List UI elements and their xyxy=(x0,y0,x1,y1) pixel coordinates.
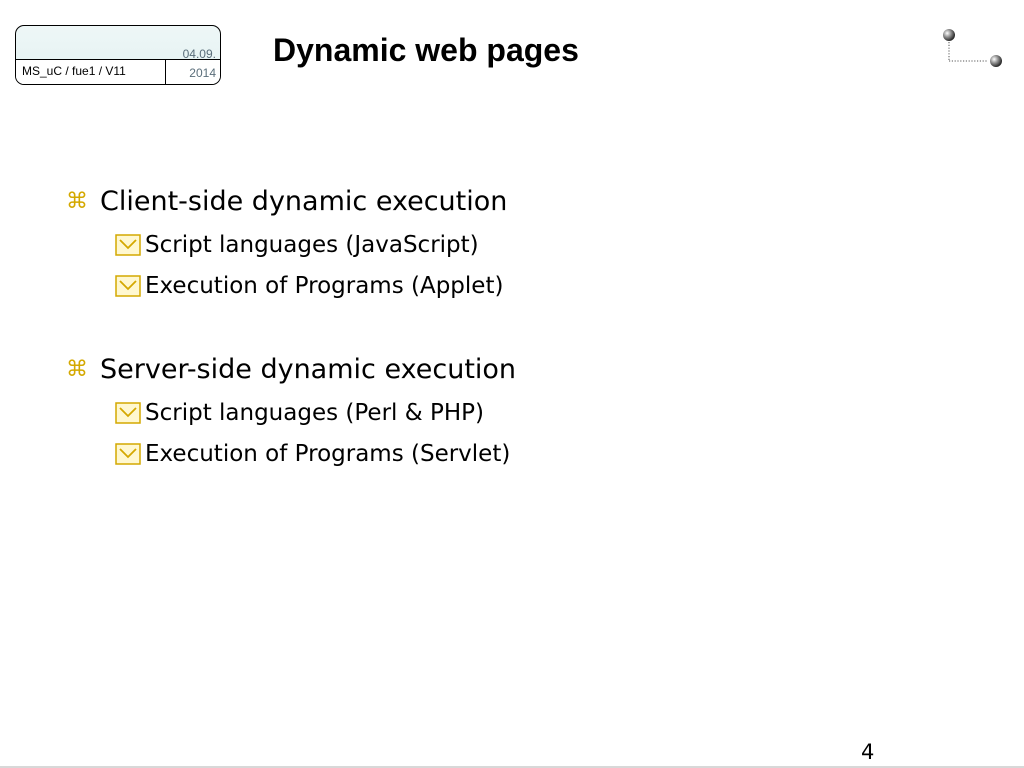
list-item-label: Script languages (Perl & PHP) xyxy=(145,400,484,426)
footer-divider xyxy=(0,766,1024,768)
section-server-side: ⌘ Server-side dynamic execution xyxy=(66,354,516,385)
section-label: Client-side dynamic execution xyxy=(100,186,508,217)
slide-title: Dynamic web pages xyxy=(273,32,579,68)
logo-icon xyxy=(943,29,1002,67)
checkbox-icon xyxy=(115,234,141,256)
list-item-label: Script languages (JavaScript) xyxy=(145,232,479,258)
list-item-label: Execution of Programs (Applet) xyxy=(145,273,504,299)
course-code: MS_uC / fue1 / V11 xyxy=(22,64,126,78)
page-number: 4 xyxy=(861,740,875,764)
list-item: Execution of Programs (Applet) xyxy=(115,273,503,299)
section-label: Server-side dynamic execution xyxy=(100,354,517,385)
lecture-year: 2014 xyxy=(189,66,216,80)
lecture-date: 04.09. xyxy=(182,47,216,61)
checkbox-icon xyxy=(115,402,141,424)
list-item: Execution of Programs (Servlet) xyxy=(115,441,510,467)
header-box: MS_uC / fue1 / V11 04.09. 2014 xyxy=(15,25,221,85)
list-item-label: Execution of Programs (Servlet) xyxy=(145,441,511,467)
header-lower-panel xyxy=(16,59,220,84)
checkbox-icon xyxy=(115,275,141,297)
list-item: Script languages (Perl & PHP) xyxy=(115,400,484,426)
checkbox-icon xyxy=(115,443,141,465)
command-icon: ⌘ xyxy=(66,357,88,382)
command-icon: ⌘ xyxy=(66,189,88,214)
header-divider xyxy=(165,59,166,84)
list-item: Script languages (JavaScript) xyxy=(115,232,479,258)
section-client-side: ⌘ Client-side dynamic execution xyxy=(66,186,507,217)
